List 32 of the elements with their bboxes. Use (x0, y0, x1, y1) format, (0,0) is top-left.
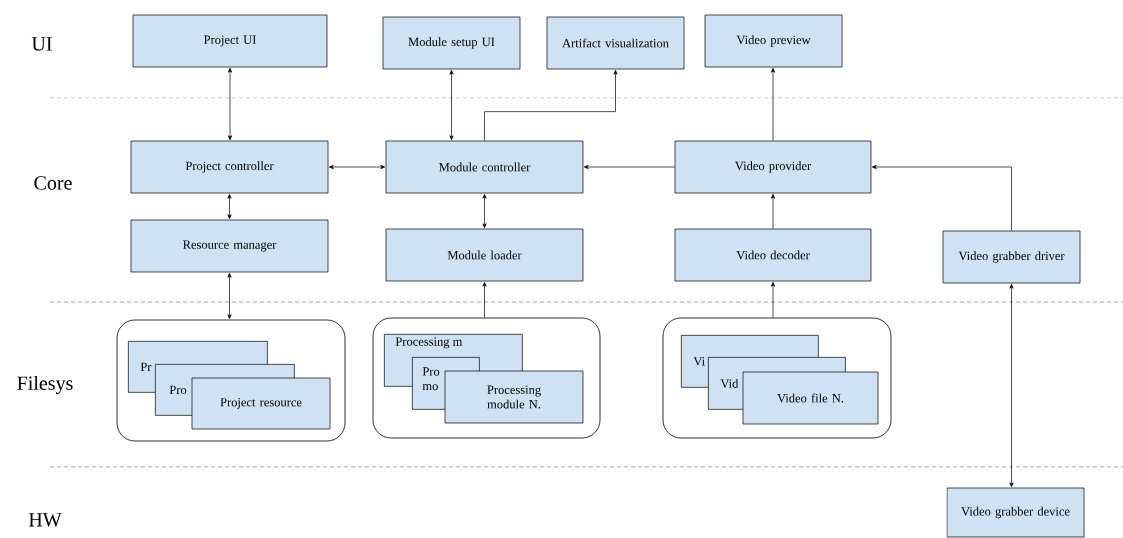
arrow (871, 164, 1012, 231)
arrow (484, 69, 618, 141)
layer-label: Core (34, 176, 72, 190)
component-box: Video grabber device (946, 487, 1085, 538)
component-box: Video decoder (674, 228, 872, 282)
component-box: Artifact visualization (546, 16, 685, 70)
layer-label: Filesys (17, 375, 73, 395)
arrow (770, 193, 776, 229)
component-box: Module controller (385, 140, 584, 194)
component-box: Video file N. (742, 371, 879, 425)
component-box: Video provider (674, 140, 872, 194)
arrow (482, 281, 487, 318)
component-box: Project UI (132, 14, 328, 68)
component-box: Resource manager (130, 219, 329, 273)
arrow (227, 193, 232, 220)
arrow (1009, 283, 1014, 488)
arrow (583, 164, 675, 170)
arrow (227, 272, 232, 320)
arrow (328, 164, 386, 170)
component-box: Module loader (385, 228, 584, 282)
component-box: Video grabber driver (942, 230, 1081, 284)
arrow (770, 67, 776, 141)
component-box: Video preview (704, 14, 843, 68)
arrow (227, 67, 233, 141)
arrow (770, 281, 776, 318)
component-box: Project resource (191, 377, 331, 430)
layer-label: HW (28, 513, 62, 527)
component-box: Module setup UI (382, 16, 521, 70)
arrow (449, 69, 454, 141)
layer-label: UI (31, 37, 52, 51)
arrow (482, 193, 487, 229)
component-box: Project controller (130, 140, 329, 194)
